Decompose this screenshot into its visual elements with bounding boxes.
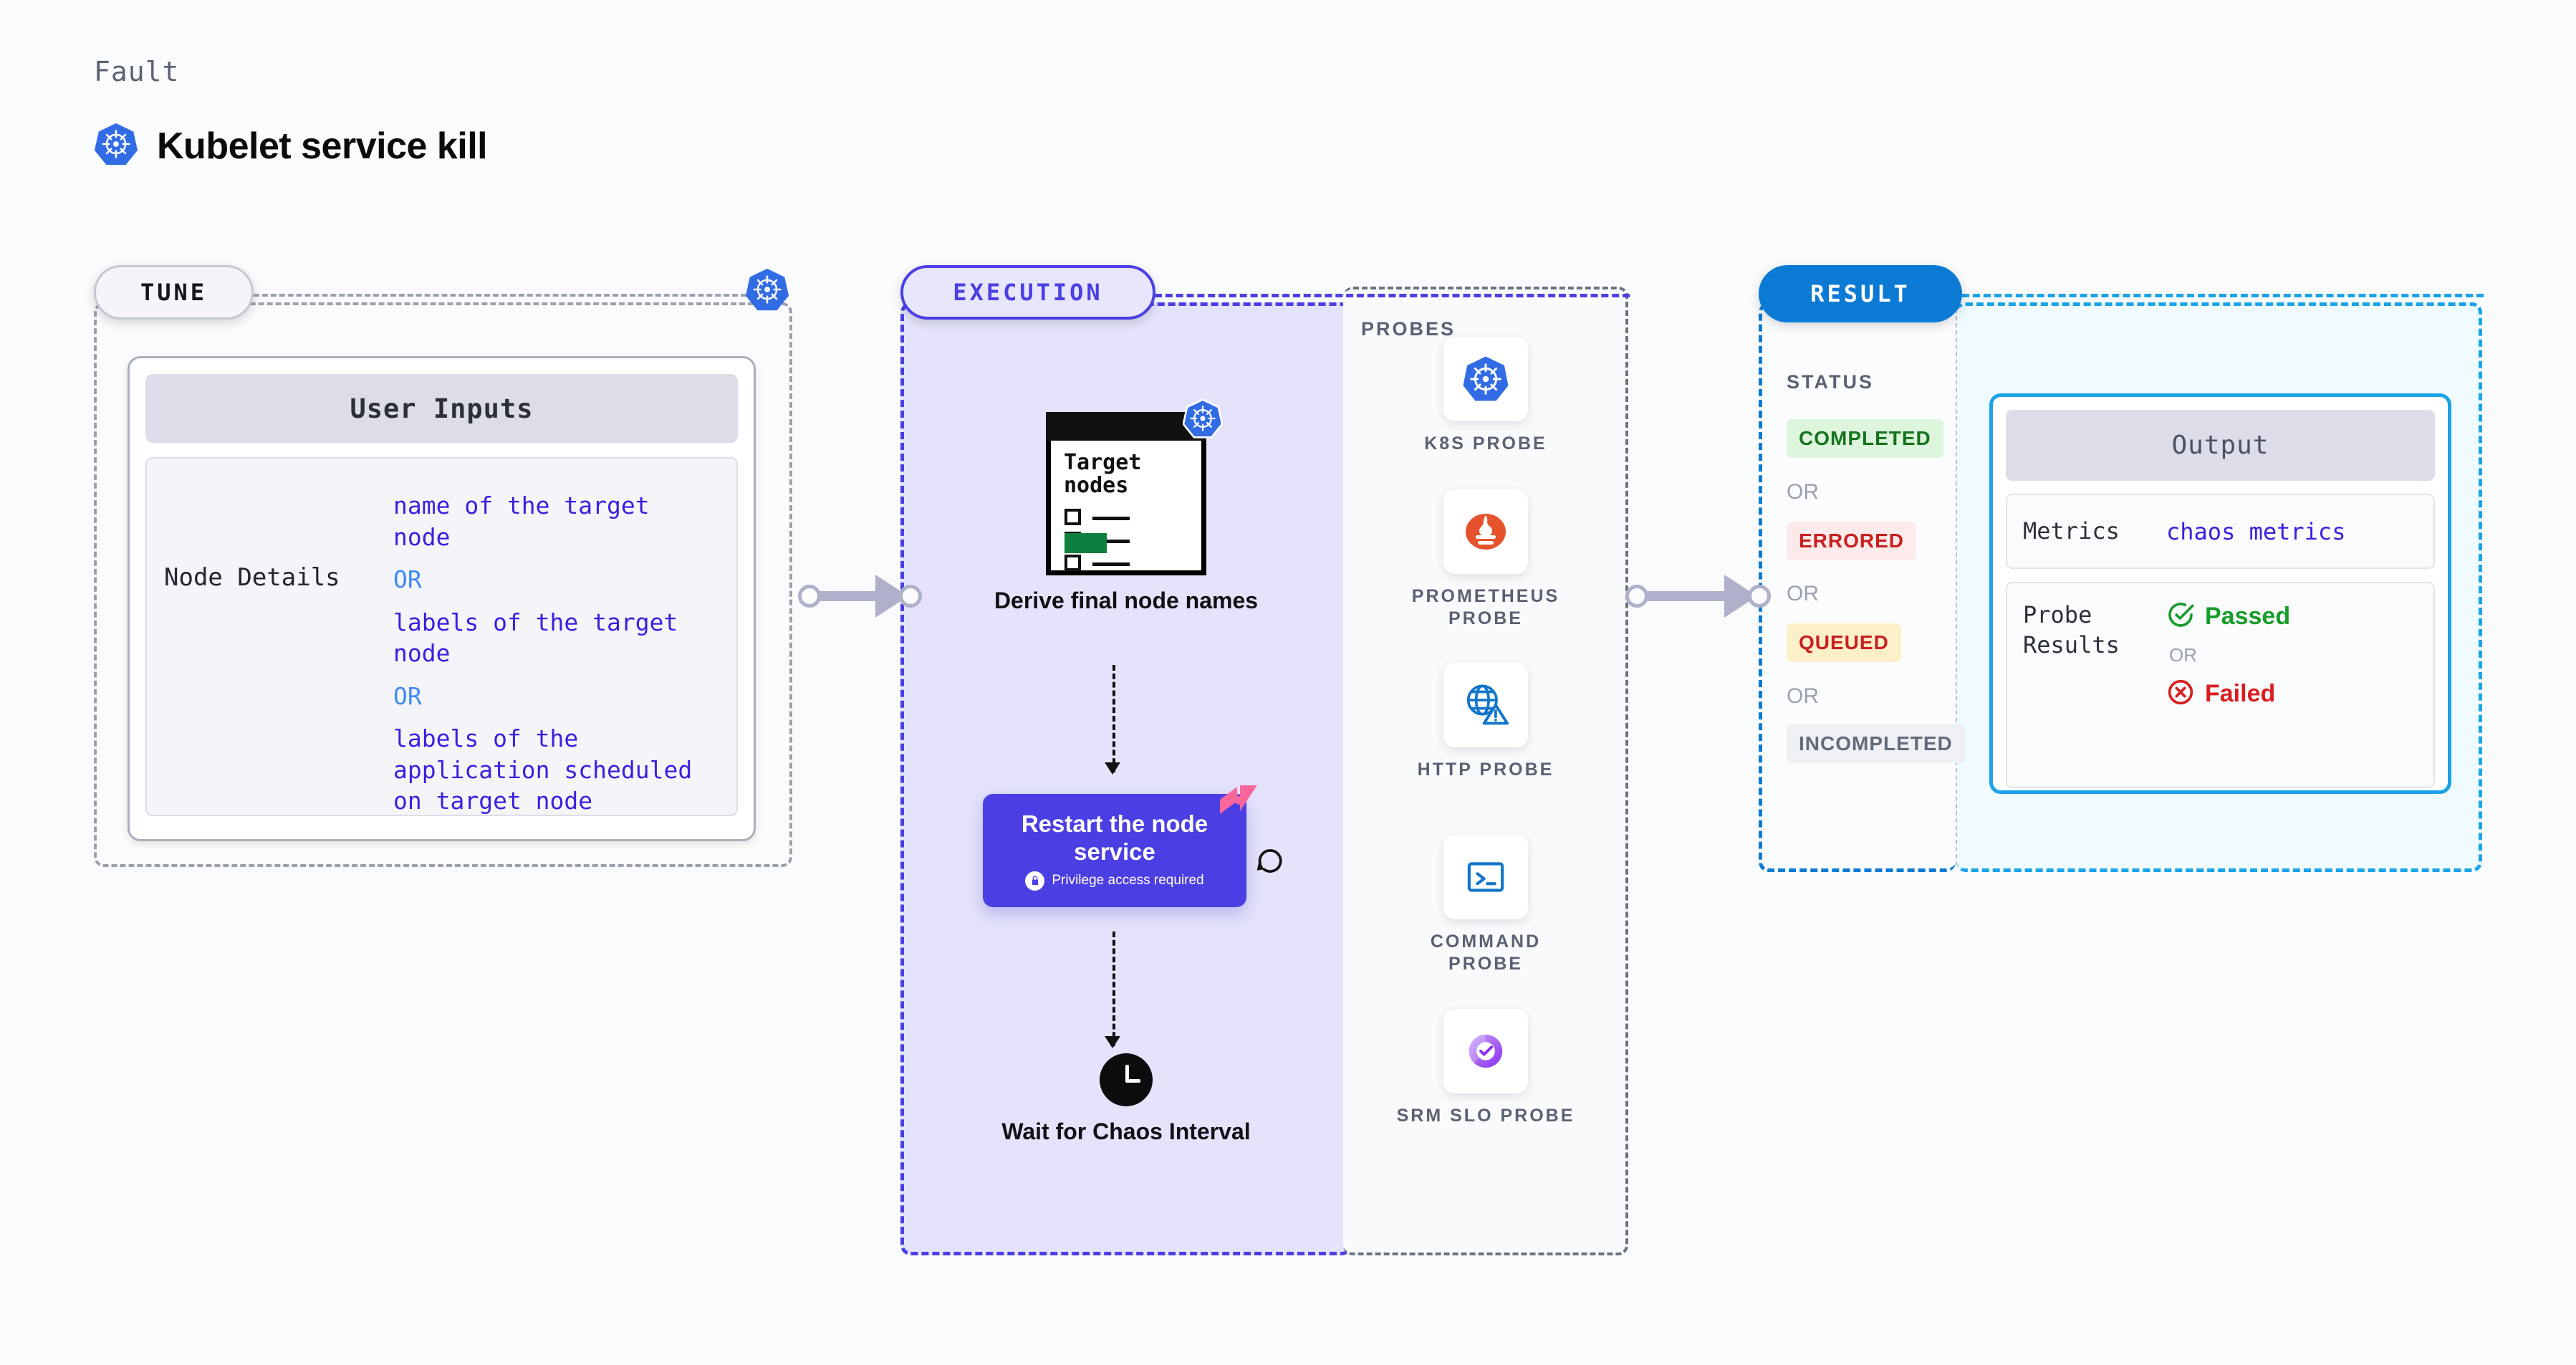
result-panel-pill[interactable]: RESULT: [1759, 265, 1962, 322]
fault-eyebrow-label: Fault: [94, 56, 180, 87]
prometheus-icon: [1443, 489, 1528, 574]
harness-logo-icon: [1216, 782, 1260, 828]
page-title: Kubelet service kill: [157, 125, 488, 167]
check-circle-icon: [2166, 600, 2195, 633]
execution-to-result-connector: [1615, 575, 1782, 618]
probe-results-key: Probe Results: [2023, 601, 2120, 658]
status-or-separator: OR: [1787, 684, 1819, 708]
status-or-separator: OR: [1787, 480, 1819, 504]
probe-result-failed: Failed: [2166, 678, 2290, 710]
passed-label: Passed: [2205, 603, 2291, 630]
probes-title: PROBES: [1361, 318, 1456, 340]
doc-title-text: Target nodes: [1064, 450, 1142, 498]
restart-step-title: Restart the node service: [1021, 810, 1208, 865]
node-detail-or: OR: [393, 681, 422, 710]
result-pill-connector: [1962, 294, 2484, 297]
output-metrics-row: Metrics chaos metrics: [2006, 494, 2435, 569]
probe-prometheus[interactable]: PROMETHEUS PROBE: [1393, 489, 1579, 631]
node-detail-or: OR: [393, 565, 422, 594]
kubernetes-icon: [1443, 337, 1528, 421]
status-badge-incompleted: INCOMPLETED: [1787, 724, 1965, 763]
refresh-loop-icon: [1254, 844, 1287, 881]
probe-k8s[interactable]: K8S PROBE: [1393, 337, 1579, 455]
privilege-note-text: Privilege access required: [1052, 873, 1204, 889]
privilege-note: Privilege access required: [1025, 871, 1204, 891]
srm-slo-icon: [1443, 1009, 1528, 1093]
probe-results-values: Passed OR Failed: [2166, 600, 2290, 770]
probes-panel: [1343, 287, 1628, 1255]
lock-icon: [1025, 871, 1045, 891]
probe-label: PROMETHEUS PROBE: [1411, 586, 1560, 629]
node-detail-option: name of the target node: [393, 492, 650, 551]
execution-panel-pill[interactable]: EXECUTION: [900, 265, 1155, 320]
tune-pill-connector: [254, 294, 755, 297]
derive-final-node-names-step: Target nodes Derive: [990, 398, 1262, 614]
node-details-values: name of the target node OR labels of the…: [393, 490, 719, 815]
failed-label: Failed: [2205, 680, 2276, 707]
probe-result-passed: Passed: [2166, 600, 2290, 633]
x-circle-icon: [2166, 678, 2195, 710]
tune-panel: [94, 302, 792, 867]
clock-icon: [1100, 1053, 1153, 1106]
node-detail-option: labels of the target node: [393, 608, 678, 668]
metrics-key: Metrics: [2023, 517, 2120, 545]
kubernetes-icon: [1182, 398, 1224, 442]
document-checklist-icon: Target nodes: [1046, 398, 1224, 575]
metrics-value: chaos metrics: [2166, 517, 2346, 545]
derive-step-caption: Derive final node names: [994, 588, 1259, 613]
user-inputs-body: Node Details name of the target node OR …: [145, 457, 738, 816]
probe-result-or: OR: [2169, 644, 2197, 666]
status-badge-errored: ERRORED: [1787, 522, 1917, 560]
probe-label: HTTP PROBE: [1417, 760, 1554, 780]
node-detail-option: labels of the application scheduled on t…: [393, 724, 693, 815]
probe-command[interactable]: COMMAND PROBE: [1393, 835, 1579, 976]
output-header: Output: [2006, 410, 2435, 481]
probe-label: K8S PROBE: [1424, 434, 1547, 454]
kubernetes-icon: [745, 267, 789, 315]
terminal-icon: [1443, 835, 1528, 919]
globe-warning-icon: [1443, 663, 1528, 747]
tune-to-execution-connector: [788, 575, 931, 618]
probe-label: COMMAND PROBE: [1430, 931, 1542, 974]
wait-step-caption: Wait for Chaos Interval: [1001, 1119, 1251, 1144]
wait-for-chaos-interval-step: Wait for Chaos Interval: [990, 1053, 1262, 1145]
page-title-row: Kubelet service kill: [94, 122, 488, 170]
status-badge-queued: QUEUED: [1787, 623, 1901, 662]
kubernetes-icon: [94, 122, 138, 170]
execution-pill-connector: [1155, 294, 1630, 297]
status-badge-completed: COMPLETED: [1787, 419, 1943, 458]
probe-srm-slo[interactable]: SRM SLO PROBE: [1393, 1009, 1579, 1127]
output-card: Output Metrics chaos metrics Probe Resul…: [1989, 393, 2451, 794]
probe-http[interactable]: HTTP PROBE: [1393, 663, 1579, 781]
user-inputs-header: User Inputs: [145, 374, 738, 443]
status-or-separator: OR: [1787, 582, 1819, 605]
restart-node-service-step[interactable]: Restart the node service Privilege acces…: [983, 794, 1246, 907]
probe-label: SRM SLO PROBE: [1396, 1106, 1575, 1126]
node-details-key: Node Details: [164, 563, 340, 592]
output-probe-results-row: Probe Results Passed OR: [2006, 582, 2435, 788]
tune-panel-pill[interactable]: TUNE: [94, 265, 254, 320]
user-inputs-card: User Inputs Node Details name of the tar…: [128, 356, 756, 841]
status-title: STATUS: [1787, 371, 1874, 393]
